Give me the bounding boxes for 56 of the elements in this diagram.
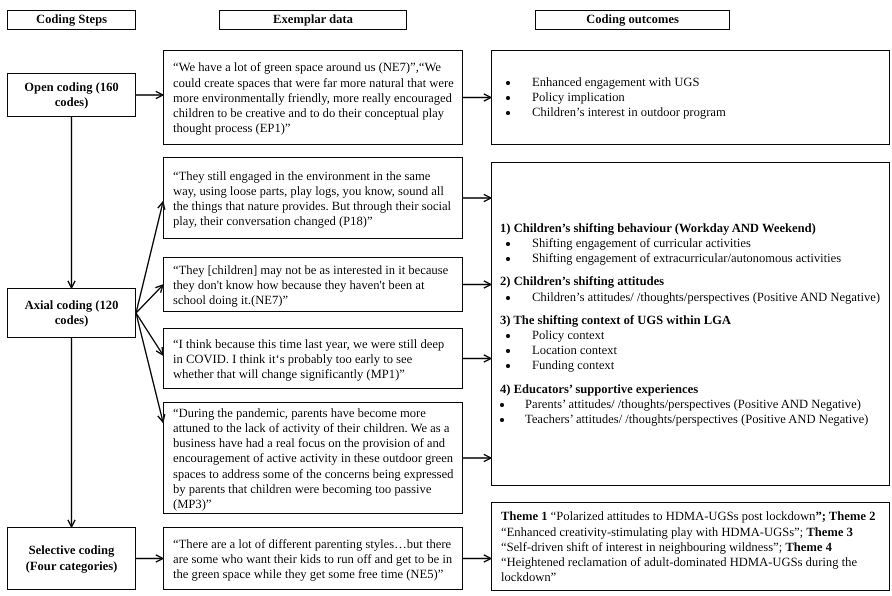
column-header — [535, 10, 730, 30]
quote-text: “I think because this time last year, we were still deep in COVID. I think it‘s probably too early to see whether that will change significantly (MP1)” — [173, 336, 446, 382]
arrow — [135, 312, 166, 423]
bullet-item: Funding context — [500, 358, 883, 374]
arrow — [136, 554, 164, 563]
quote-text: “During the pandemic, parents have become more attuned to the lack of activity of their children. We as a business have had a real focus on the provision of and encouragement of active activity in these outdoor green spaces to address some of the concerns being expressed by parents that children were becoming too passive (MP3)” — [173, 406, 454, 512]
quote-text: “There are a lot of different parenting styles…but there are some who want their kids to run off and get to be in the green space while they get some free time (NE5)” — [173, 536, 454, 582]
bullet-item: Parents’ attitudes/ /thoughts/perspectives (Positive AND Negative) — [500, 396, 883, 412]
arrow — [463, 454, 492, 462]
arrow — [463, 354, 492, 363]
step-label: Axial coding (120 codes) — [24, 298, 120, 328]
arrow — [67, 338, 76, 528]
arrow — [135, 201, 166, 314]
header-text: Coding outcomes — [586, 12, 679, 28]
outcome-box — [491, 502, 890, 591]
coding-step-box — [7, 527, 136, 590]
bullet-item: Policy implication — [500, 90, 883, 106]
quote-text: “They [children] may not be as interested in it because they don't know how because they haven't been at school doing it.(NE7)” — [173, 262, 450, 308]
arrow — [463, 280, 492, 289]
quote-box — [163, 257, 463, 312]
category-heading: 4) Educators’ supportive experiences — [500, 382, 700, 397]
arrow — [463, 194, 492, 202]
quote-text: “We have a lot of green space around us (NE7)”,“We could create spaces that were far more natural that were more environmentally friendly, more really encouraged children to be creative and to do their conceptual play thought process (EP1)” — [173, 60, 454, 136]
header-text: Coding Steps — [36, 12, 108, 28]
outcome-box — [491, 50, 890, 145]
bullet-item: Shifting engagement of extracurricular/autonomous activities — [500, 251, 883, 266]
step-label: Selective coding (Four categories) — [24, 543, 118, 574]
quote-box — [163, 527, 463, 590]
arrow — [136, 284, 164, 314]
bullet-item: Shifting engagement of curricular activities — [500, 236, 883, 252]
bullet-item: Teachers’ attitudes/ /thoughts/perspectives (Positive AND Negative) — [500, 412, 883, 428]
bullet-item: Location context — [500, 343, 883, 358]
arrow — [463, 93, 492, 102]
category-heading: 1) Children’s shifting behaviour (Workday AND Weekend) — [500, 220, 817, 236]
bullet-item: Policy context — [500, 328, 883, 344]
column-header — [219, 10, 407, 30]
quote-box — [163, 328, 463, 389]
category-heading: 3) The shifting context of UGS within LGA — [500, 312, 732, 328]
step-label: Open coding (160 codes) — [23, 80, 120, 110]
column-header — [7, 10, 136, 30]
outcome-box — [491, 162, 890, 486]
quote-text: “They still engaged in the environment in the same way, using loose parts, play logs, you know, sound all the things that nature provides. But through their social play, their conversation changed (P18)” — [173, 168, 452, 230]
arrow — [67, 117, 76, 289]
quote-box — [163, 157, 463, 239]
bullet-item: Enhanced engagement with UGS — [500, 74, 883, 90]
coding-step-box — [7, 73, 136, 117]
category-heading: 2) Children’s shifting attitudes — [500, 274, 666, 290]
bullet-item: Children’s interest in outdoor program — [500, 105, 883, 120]
arrow — [135, 312, 164, 356]
quote-box — [163, 50, 463, 145]
themes-text: Theme 1 “Polarized attitudes to HDMA-UGSs post lockdown”; Theme 2 “Enhanced creativity-stimulating play with HDMA-UGSs”; Theme 3 “Self-driven shift of interest in neighbouring wildness”; Theme 4 “Heightened reclamation of adult-dominated HDMA-UGSs during the lockdown” — [501, 509, 876, 586]
header-text: Exemplar data — [273, 12, 353, 28]
coding-step-box — [7, 288, 136, 338]
arrow — [463, 554, 492, 563]
arrow — [136, 90, 164, 100]
bullet-item: Children’s attitudes/ /thoughts/perspectives (Positive AND Negative) — [500, 290, 883, 305]
